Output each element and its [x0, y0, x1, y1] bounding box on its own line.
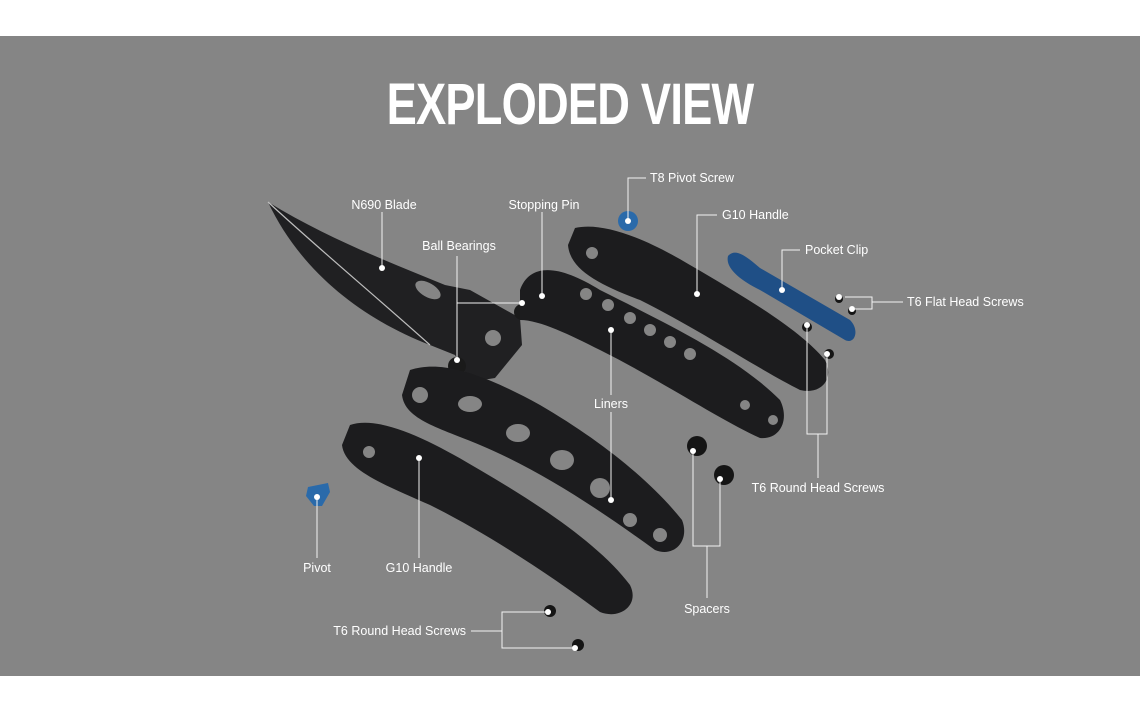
label-stopping-pin: Stopping Pin — [509, 198, 580, 212]
label-blade: N690 Blade — [351, 198, 416, 212]
leader-dots — [314, 218, 855, 651]
blade — [267, 201, 522, 382]
page-title: EXPLODED VIEW — [387, 73, 755, 138]
leader-lines — [316, 177, 903, 649]
label-spacers: Spacers — [684, 602, 730, 616]
spacers — [687, 436, 734, 485]
label-round-head-screws-right: T6 Round Head Screws — [752, 481, 885, 495]
label-pivot: Pivot — [303, 561, 331, 575]
handle-bottom — [342, 422, 633, 615]
label-liners: Liners — [594, 397, 628, 411]
label-flat-head-screws: T6 Flat Head Screws — [907, 295, 1024, 309]
label-handle-top: G10 Handle — [722, 208, 789, 222]
liner-bottom — [402, 366, 685, 552]
label-ball-bearings: Ball Bearings — [422, 239, 496, 253]
liner-top — [520, 270, 784, 439]
label-handle-bottom: G10 Handle — [386, 561, 453, 575]
pocket-clip — [727, 252, 856, 341]
handle-top — [568, 226, 829, 391]
label-pocket-clip: Pocket Clip — [805, 243, 868, 257]
label-round-head-screws-bottom: T6 Round Head Screws — [333, 624, 466, 638]
label-pivot-screw: T8 Pivot Screw — [650, 171, 735, 185]
